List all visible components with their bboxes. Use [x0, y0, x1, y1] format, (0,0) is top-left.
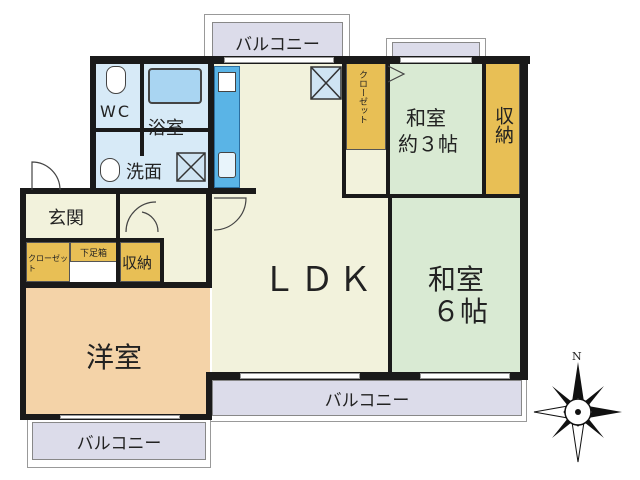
wall	[206, 188, 212, 288]
room-label-entrance: 玄関	[48, 208, 84, 229]
washer-space-icon	[176, 152, 206, 182]
wall	[388, 198, 392, 376]
room-label-shoe-box: 下足箱	[80, 249, 108, 259]
wall	[206, 372, 212, 420]
yoshitsu-floor	[26, 286, 210, 416]
balcony-top-middle: バルコニー	[212, 22, 343, 62]
fridge-space-icon	[310, 66, 342, 100]
stove-icon	[218, 72, 236, 92]
wall	[20, 188, 70, 194]
wall	[20, 188, 26, 420]
wall	[208, 56, 214, 192]
wall	[342, 62, 346, 198]
room-label-yoshitsu: 洋室	[86, 341, 143, 374]
storage-entrance	[120, 242, 162, 282]
wall	[140, 56, 144, 156]
wall	[206, 372, 526, 380]
room-label-wc: WC	[100, 102, 131, 121]
entrance-door-icon	[31, 161, 61, 191]
bathtub-icon	[148, 68, 202, 104]
balcony-bottom-middle-label: バルコニー	[324, 390, 410, 411]
balcony-top-middle-label: バルコニー	[235, 34, 320, 55]
window	[400, 57, 472, 63]
window	[420, 373, 510, 379]
balcony-bottom-left: バルコニー	[32, 422, 206, 460]
wall	[90, 56, 96, 192]
ldk-door-icon	[213, 197, 247, 231]
room-label-closet-entrance: クローゼット	[28, 254, 68, 273]
entrance-floor	[24, 192, 120, 240]
balcony-bottom-middle: バルコニー	[212, 380, 522, 416]
room-label-storage-entrance: 収納	[122, 254, 153, 272]
window	[224, 57, 334, 63]
room-label-storage-washitsu: 収納	[492, 106, 514, 144]
balcony-bottom-left-label: バルコニー	[76, 433, 162, 454]
room-label-washitsu-large-1: 和室	[428, 263, 485, 296]
wall	[386, 62, 390, 196]
wall	[482, 62, 486, 196]
washitsu-large-floor	[392, 198, 524, 374]
room-label-washitsu-small-1: 和室	[406, 106, 446, 130]
wall	[520, 56, 528, 380]
closet-door-icon	[387, 65, 406, 83]
hall-door-icon	[125, 201, 159, 233]
toilet-icon	[106, 66, 126, 94]
compass-icon	[533, 362, 622, 463]
compass-north-label: N	[572, 350, 582, 363]
window	[60, 415, 180, 419]
room-label-washroom: 洗面	[126, 162, 162, 183]
washitsu-small-floor	[388, 62, 484, 198]
wall	[160, 238, 164, 286]
room-label-ldk: ＬＤＫ	[262, 260, 376, 300]
wall	[96, 128, 212, 132]
wall	[116, 194, 120, 286]
alcove-floor	[344, 150, 388, 192]
room-label-bath: 浴室	[148, 118, 184, 139]
storage-washitsu	[484, 62, 520, 196]
wall	[342, 194, 524, 198]
room-label-closet-washitsu: クローゼット	[357, 70, 367, 124]
window	[240, 373, 360, 379]
sink-icon	[218, 152, 236, 178]
closet-entrance	[26, 242, 70, 282]
room-label-washitsu-small-2: 約３帖	[398, 132, 458, 156]
wall	[20, 188, 256, 194]
washbasin-icon	[100, 158, 120, 182]
wall	[24, 238, 164, 242]
room-label-washitsu-large-2: ６帖	[432, 295, 489, 328]
